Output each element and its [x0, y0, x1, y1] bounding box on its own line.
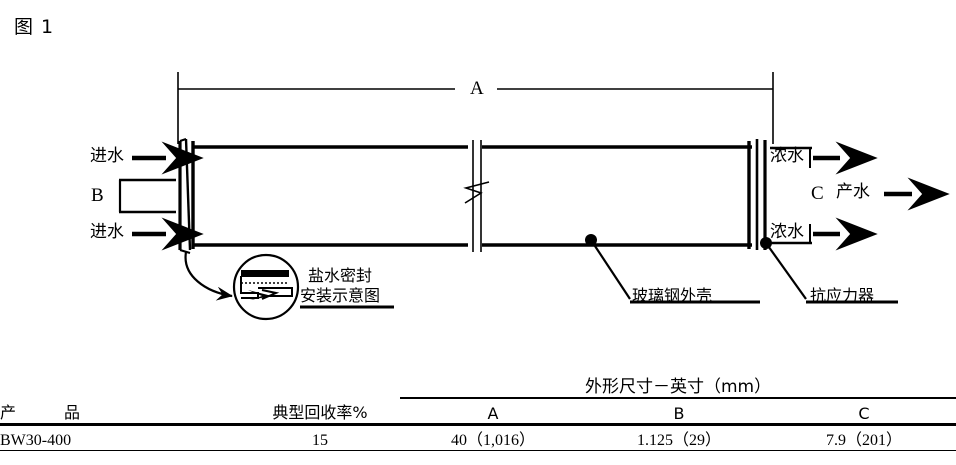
table-row: BW30-400 15 40（1,016） 1.125（29） 7.9（201）	[0, 426, 956, 450]
table-header-row: 产品 典型回收率% A B C	[0, 399, 956, 423]
brine-seal-detail-circle	[232, 253, 300, 321]
column-header-dim-b: B	[673, 404, 685, 423]
brine-seal-leader	[184, 251, 233, 301]
feed-water-top-label: 进水	[90, 146, 124, 166]
table-group-rule-row	[0, 397, 956, 399]
cell-product: BW30-400	[0, 432, 72, 449]
frp-shell-leader	[585, 234, 760, 304]
column-header-recovery: 典型回收率%	[272, 403, 368, 422]
cell-dim-b: 1.125（29）	[636, 432, 721, 449]
permeate-label: 产水	[836, 182, 870, 202]
brine-seal-callout: 盐水密封 安装示意图	[300, 266, 380, 306]
dimension-c-label: C	[811, 183, 824, 204]
column-header-product-char2: 品	[64, 403, 81, 422]
dimension-b-label: B	[86, 185, 109, 207]
column-header-product: 产品	[0, 399, 240, 423]
left-end-cap	[178, 138, 195, 254]
dimension-a-label: A	[465, 78, 489, 100]
feed-water-bottom-label: 进水	[90, 222, 124, 242]
column-header-dim-a: A	[487, 404, 499, 423]
anti-telescoping-leader	[760, 237, 898, 304]
dimensions-table: 外形尺寸－英寸（mm） 产品 典型回收率% A B	[0, 372, 956, 451]
table-header-rule	[0, 423, 956, 426]
concentrate-bottom-label: 浓水	[770, 222, 804, 242]
membrane-body	[192, 145, 752, 247]
column-header-product-char1: 产	[0, 403, 17, 422]
anti-telescoping-callout: 抗应力器	[810, 286, 875, 305]
right-end-cap	[747, 139, 767, 250]
concentrate-top-label: 浓水	[770, 146, 804, 166]
brine-seal-callout-line1: 盐水密封	[308, 266, 373, 285]
dimension-c-bracket	[770, 146, 812, 245]
table-group-rule	[400, 397, 956, 399]
brine-seal-callout-line2: 安装示意图	[300, 286, 381, 305]
break-symbol	[463, 140, 490, 252]
cell-recovery: 15	[312, 432, 328, 449]
table-group-header-row: 外形尺寸－英寸（mm）	[0, 372, 956, 397]
cell-dim-a: 40（1,016）	[450, 432, 535, 449]
cell-dim-c: 7.9（201）	[826, 432, 903, 449]
dimension-a-line	[177, 72, 774, 144]
frp-shell-callout: 玻璃钢外壳	[632, 286, 713, 305]
table-group-header: 外形尺寸－英寸（mm）	[584, 377, 772, 397]
column-header-dim-c: C	[858, 404, 870, 423]
dimension-b-bracket	[118, 178, 176, 214]
figure-title: 图 1	[14, 16, 55, 38]
table-bottom-rule	[0, 450, 956, 451]
